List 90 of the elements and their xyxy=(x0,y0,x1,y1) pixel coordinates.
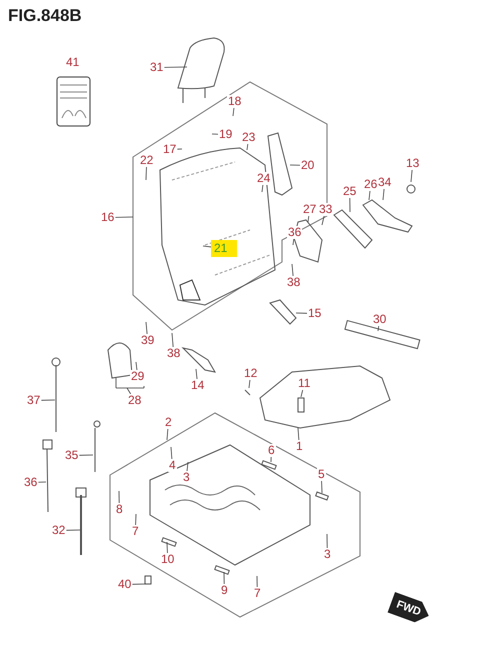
callout-number: 30 xyxy=(372,313,388,326)
callout-number: 36 xyxy=(287,226,302,239)
leader-line xyxy=(146,166,147,180)
leader-line xyxy=(118,490,120,504)
callout-number: 21 xyxy=(211,240,238,257)
leader-line xyxy=(368,190,370,200)
callout-number: 12 xyxy=(243,367,258,380)
callout-number: 3 xyxy=(323,548,332,561)
leader-line xyxy=(66,530,80,531)
leader-line xyxy=(349,198,350,212)
leader-line xyxy=(308,216,310,222)
leader-line xyxy=(116,378,144,394)
leader-line xyxy=(170,446,172,460)
callout-number: 9 xyxy=(220,584,229,597)
leader-line xyxy=(38,482,46,483)
leader-line xyxy=(166,542,168,554)
leader-line xyxy=(322,216,325,226)
leader-line xyxy=(78,454,94,456)
leader-line xyxy=(292,238,294,246)
leader-line xyxy=(164,66,188,68)
leader-line xyxy=(292,264,294,276)
callout-number: 15 xyxy=(307,307,322,320)
callout-number: 2 xyxy=(164,416,173,429)
callout-number: 20 xyxy=(300,159,316,172)
leader-line xyxy=(298,428,300,440)
leader-line xyxy=(40,400,56,401)
leader-line xyxy=(300,390,304,398)
callout-number: 14 xyxy=(190,379,206,392)
callout-number: 23 xyxy=(241,131,256,144)
leader-line xyxy=(136,362,138,370)
callout-number: 7 xyxy=(131,525,140,538)
leader-line xyxy=(248,380,250,388)
callout-number: 39 xyxy=(140,334,156,347)
leader-line xyxy=(224,572,225,584)
callout-number: 34 xyxy=(377,176,392,189)
leader-line xyxy=(114,216,134,218)
callout-number: 6 xyxy=(267,444,276,457)
callout-number: 8 xyxy=(115,503,124,516)
callout-number: 7 xyxy=(253,587,262,600)
callout-number: 17 xyxy=(162,143,178,156)
callout-number: 18 xyxy=(227,95,242,108)
callout-number: 35 xyxy=(64,449,80,462)
leader-line xyxy=(135,514,136,526)
leader-line xyxy=(202,246,212,248)
callout-number: 19 xyxy=(218,128,234,141)
callout-number: 32 xyxy=(51,524,66,537)
callout-number: 27 xyxy=(302,203,318,216)
callout-number: 31 xyxy=(149,61,164,74)
callout-number: 11 xyxy=(297,377,312,390)
callout-number: 38 xyxy=(166,347,182,360)
leader-line xyxy=(196,368,198,380)
leader-line xyxy=(321,480,322,494)
callout-number: 10 xyxy=(160,553,176,566)
leader-line xyxy=(246,144,248,150)
callout-number: 1 xyxy=(295,440,304,453)
callout-number: 28 xyxy=(127,394,142,407)
callout-number: 22 xyxy=(139,154,154,167)
leader-line xyxy=(176,148,182,150)
leader-line xyxy=(212,134,218,135)
figure-title: FIG.848B xyxy=(8,6,82,26)
leader-line xyxy=(232,108,234,116)
callout-number: 13 xyxy=(405,157,420,170)
leader-line xyxy=(296,312,308,314)
leader-line xyxy=(410,170,412,182)
callout-number: 16 xyxy=(100,211,116,224)
leader-line xyxy=(186,462,188,472)
callout-number: 38 xyxy=(286,276,302,289)
callout-number: 33 xyxy=(318,203,334,216)
leader-line xyxy=(382,188,384,200)
leader-line xyxy=(132,584,146,585)
callout-number: 25 xyxy=(342,185,358,198)
callout-number: 36 xyxy=(23,476,38,489)
callout-number: 29 xyxy=(130,370,146,383)
callout-number: 5 xyxy=(317,468,326,481)
leader-line xyxy=(256,576,258,588)
leader-line xyxy=(146,322,148,334)
leader-line xyxy=(166,428,168,440)
callout-number: 3 xyxy=(182,471,191,484)
leader-line xyxy=(290,164,300,166)
callout-number: 40 xyxy=(117,578,132,591)
callout-number: 37 xyxy=(26,394,42,407)
callout-number: 26 xyxy=(363,178,378,191)
leader-line xyxy=(378,326,380,332)
leader-line xyxy=(270,456,272,462)
callout-number: 41 xyxy=(65,56,80,69)
leader-line xyxy=(172,332,174,348)
callout-number: 4 xyxy=(168,459,177,472)
leader-line xyxy=(262,184,264,192)
callout-number: 24 xyxy=(256,172,272,185)
leader-line xyxy=(326,534,328,548)
